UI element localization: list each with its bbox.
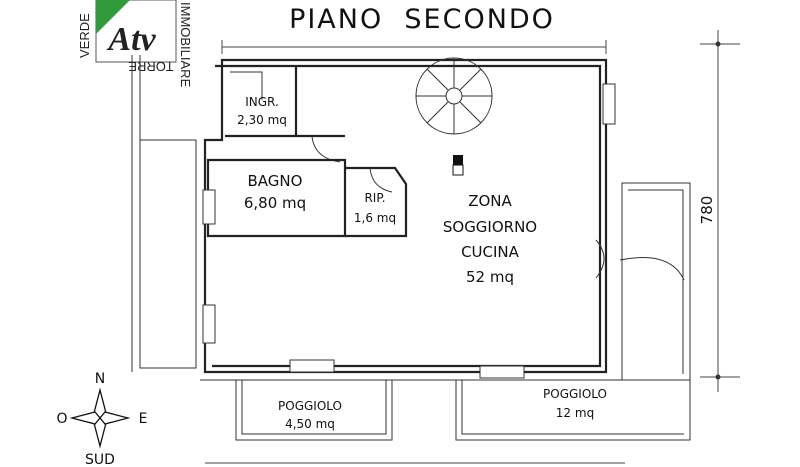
zona-line3: CUCINA	[461, 243, 520, 261]
entrance-walls	[225, 66, 345, 163]
poggiolo-left-name: POGGIOLO	[278, 399, 342, 413]
zona-line2: SOGGIORNO	[443, 218, 537, 236]
compass-north: N	[95, 371, 105, 387]
vertical-dimension-label: 780	[698, 196, 716, 225]
logo-left-text: VERDE	[77, 13, 92, 58]
right-balcony	[455, 182, 691, 441]
page-title: PIANO SECONDO	[289, 4, 555, 35]
logo-bottom-text: TORRE	[128, 59, 174, 74]
windows	[202, 83, 616, 379]
bagno-area: 6,80 mq	[244, 194, 306, 212]
storage-walls	[345, 166, 408, 238]
ingresso-name: INGR.	[245, 95, 279, 109]
poggiolo-right-area: 12 mq	[556, 406, 594, 420]
ingresso-area: 2,30 mq	[237, 113, 287, 127]
agency-logo: Atv VERDE IMMOBILIARE TORRE	[77, 0, 193, 88]
zona-line1: ZONA	[468, 192, 512, 210]
ripostiglio-name: RIP.	[364, 191, 385, 205]
compass-east: E	[139, 411, 148, 427]
exterior-stairs	[131, 55, 197, 372]
left-balcony	[235, 380, 393, 441]
logo-right-text: IMMOBILIARE	[178, 2, 193, 88]
outer-walls	[200, 58, 625, 381]
poggiolo-left-area: 4,50 mq	[285, 417, 335, 431]
compass-rose: N O E SUD	[56, 371, 147, 467]
zona-area: 52 mq	[466, 268, 514, 286]
ripostiglio-area: 1,6 mq	[354, 211, 396, 225]
top-dimension-line	[221, 40, 607, 54]
compass-south: SUD	[85, 452, 115, 467]
compass-west: O	[56, 411, 67, 427]
logo-green-corner	[96, 0, 130, 34]
logo-mark: Atv	[106, 21, 156, 58]
spiral-staircase	[415, 57, 493, 176]
bagno-name: BAGNO	[248, 172, 303, 190]
poggiolo-right-name: POGGIOLO	[543, 387, 607, 401]
right-dimension-line: 780	[698, 30, 740, 392]
